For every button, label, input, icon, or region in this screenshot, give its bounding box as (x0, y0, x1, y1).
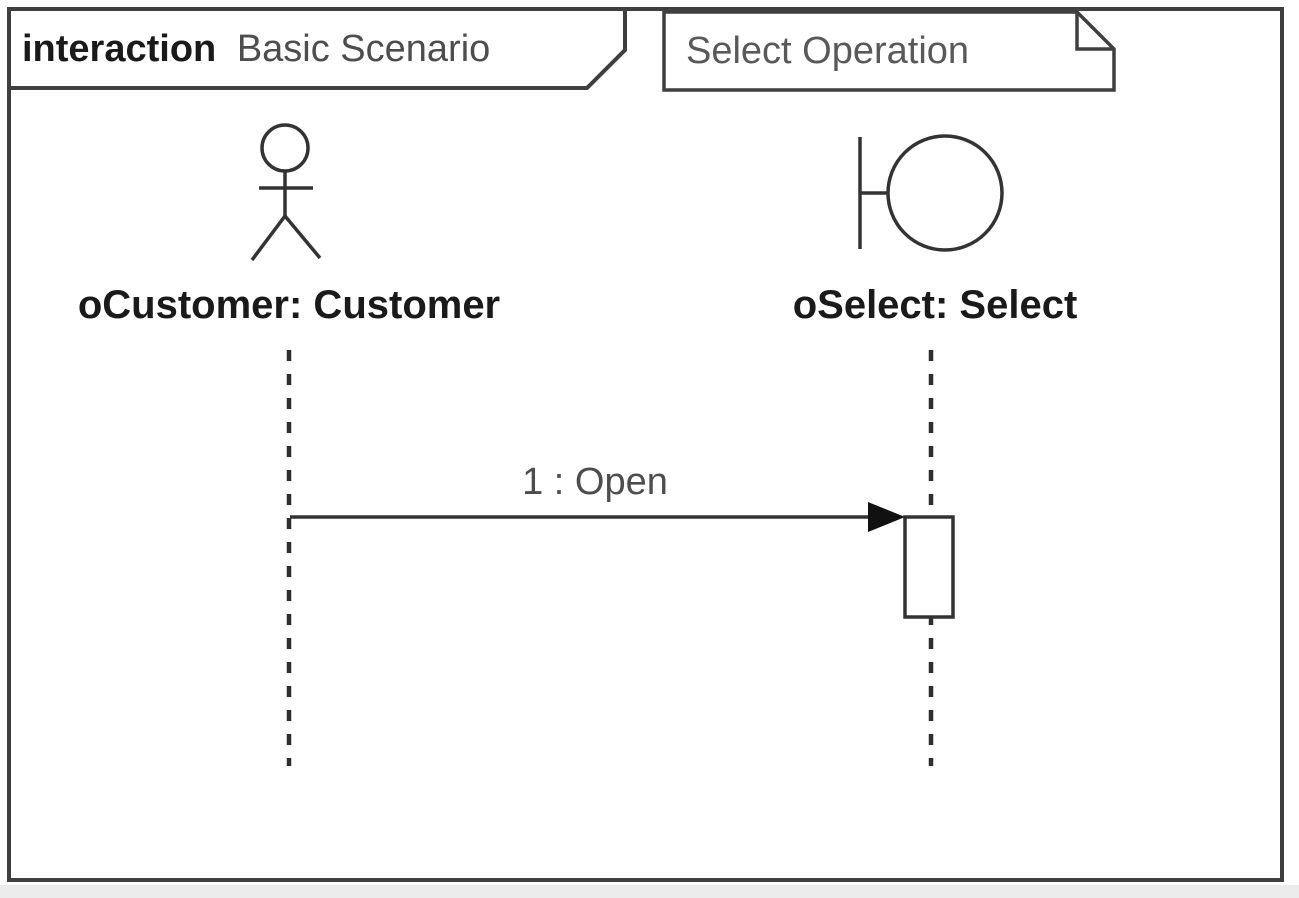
note-label: Select Operation (686, 30, 969, 72)
interaction-frame (7, 7, 1284, 882)
frame-title-pentagon (7, 7, 627, 90)
lifeline-label-select: oSelect: Select (793, 283, 1078, 327)
boundary-icon (858, 134, 1004, 252)
note-folded-corner-icon (1075, 12, 1114, 51)
message-arrowhead-icon (868, 502, 905, 532)
boundary-circle (886, 134, 1004, 252)
page-bottom-edge (0, 885, 1299, 898)
actor-right-leg (283, 214, 322, 260)
frame-title-text: interaction Basic Scenario (22, 28, 490, 70)
actor-left-leg (250, 214, 287, 262)
actor-icon (250, 123, 322, 262)
activation-bar (903, 515, 955, 619)
frame-keyword: interaction (22, 28, 216, 70)
note-box (662, 10, 1116, 92)
frame-title: Basic Scenario (237, 28, 490, 70)
lifeline-label-customer: oCustomer: Customer (78, 283, 500, 327)
message-label: 1 : Open (522, 461, 668, 503)
